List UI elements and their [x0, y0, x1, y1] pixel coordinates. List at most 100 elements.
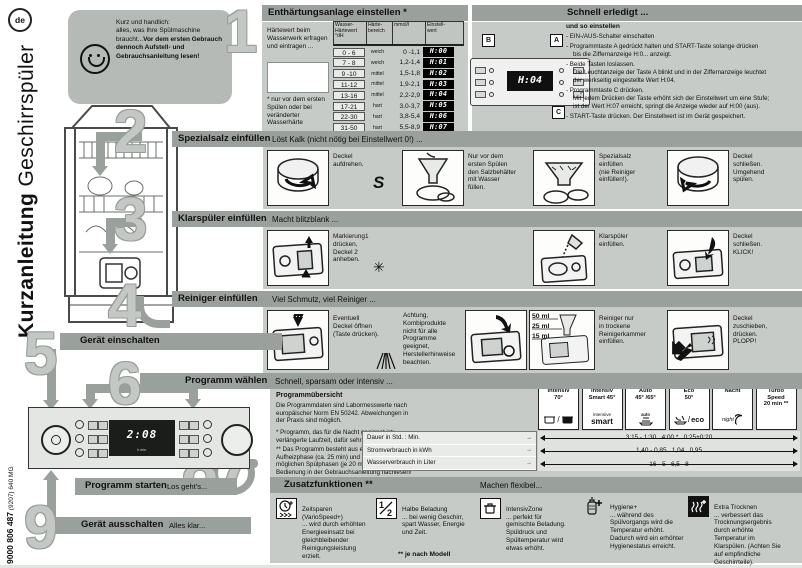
- step5-title: Gerät einschalten: [80, 335, 160, 346]
- program-sub: night: [722, 416, 734, 423]
- indicator-light: [203, 420, 212, 429]
- program-icon-intensiv: /: [539, 412, 578, 427]
- program-button: [179, 435, 189, 444]
- fill-salt-image: [533, 150, 595, 206]
- step2-title: Spezialsalz einfüllen: [178, 133, 271, 144]
- spray-symbol-icon: [376, 352, 396, 369]
- cell-mmol: 2,2-2,9: [399, 91, 420, 99]
- step9-title: Gerät ausschalten: [81, 519, 164, 530]
- cell-setting: H:01: [423, 58, 454, 68]
- rinse-aid-open-image: [267, 230, 329, 286]
- step1-title-bar: Enthärtungsanlage einstellen *: [262, 5, 468, 21]
- step-number-2: 2: [114, 98, 148, 165]
- moon-icon: [734, 414, 743, 425]
- step2-panel: Deckel aufdrehen. S Nur vor dem ersten S…: [263, 147, 802, 209]
- step8-title: Programm starten: [85, 480, 167, 491]
- step1-footnote: * nur vor dem ersten Spülen oder bei ver…: [267, 96, 325, 127]
- cell-dh: 17-21: [333, 101, 365, 111]
- indicator-dot: [559, 68, 564, 73]
- program-eco: Eco 50° / eco: [668, 385, 710, 430]
- arrowhead-step6-right: [185, 399, 201, 409]
- step4-title-bar: Reiniger einfüllen Viel Schmutz, viel Re…: [172, 291, 802, 307]
- connector-step4: [136, 296, 170, 328]
- metric-label-duration: Dauer in Std. : Min.: [363, 432, 536, 445]
- model-note: ** je nach Modell: [398, 551, 451, 558]
- auto-dish-icon: [638, 417, 653, 426]
- program-name: Intensiv Smart 45°: [588, 388, 616, 401]
- language-badge: de: [8, 8, 32, 32]
- arrowhead-step9: [43, 470, 59, 480]
- step-number-4: 4: [108, 272, 142, 339]
- step4-caption-warning: Achtung, Kombiprodukte nicht für alle Pr…: [403, 312, 456, 366]
- program-button: [88, 449, 98, 458]
- overview-title: Programmübersicht: [276, 392, 343, 399]
- indicator-dot: [559, 92, 564, 97]
- cell-range: hart: [373, 124, 382, 131]
- step4-caption-2: Reiniger nur in trockene Reinigerkammer …: [599, 315, 646, 346]
- step7-panel: Zeitsparen (VarioSpeed+) ... wird durch …: [270, 493, 802, 566]
- cell-mmol: 1,2-1,4: [399, 59, 420, 67]
- step-number-5: 5: [24, 320, 58, 387]
- panel-button: [475, 79, 486, 86]
- hygiene-plus-icon: [584, 496, 605, 517]
- smiley-icon: [80, 44, 110, 74]
- start-button: [221, 424, 253, 456]
- step3-tagline: Macht blitzblank ...: [272, 214, 339, 224]
- instruction-bullet: - Programmtaste A gedrückt halten und ST…: [566, 43, 759, 59]
- func4-text: Hygiene+ ... während des Spülvorgangs wi…: [610, 496, 686, 551]
- hardness-table-header: Wasser- Härtewert °dH Härte- bereich mmo…: [333, 21, 464, 46]
- func4-desc: ... während des Spülvorgangs wird die Te…: [610, 511, 684, 550]
- connector-step2: [96, 132, 142, 141]
- cell-range: hart: [373, 103, 382, 110]
- step-number-1: 1: [224, 0, 258, 65]
- instruction-bullet: - Beide Tasten loslassen. Die Leuchtanze…: [566, 61, 767, 84]
- svg-text:1: 1: [379, 500, 384, 510]
- col-header-mmol: mmol/l: [393, 22, 426, 44]
- metric-values: 16 - 5 6,5 8: [649, 460, 689, 468]
- cell-setting: H:00: [423, 47, 454, 57]
- title-bold: Kurzanleitung: [15, 192, 38, 338]
- indicator-light: [203, 434, 212, 443]
- indicator-light: [75, 448, 84, 457]
- step3-title-bar: Klarspüler einfüllen Macht blitzblank ..…: [172, 211, 802, 227]
- rinse-aid-symbol-icon: ✳: [373, 259, 385, 275]
- step6-title-bar: Programm wählen Schnell, sparsam oder in…: [140, 373, 802, 389]
- metric-values: 3:15 - 1:30 4:00 * 0:25+0:20: [625, 434, 713, 442]
- func3-name: IntensivZone: [506, 505, 543, 513]
- col-header-dh: Wasser- Härtewert °dH: [334, 22, 367, 44]
- step4-caption-1: Eventuell Deckel öffnen (Taste drücken).: [333, 315, 379, 338]
- dosing-image: 50 ml 25 ml 15 ml: [529, 310, 595, 370]
- indicator-light: [203, 448, 212, 457]
- step9-title-bar: Gerät ausschalten Alles klar...: [55, 517, 251, 534]
- step1-title: Enthärtungsanlage einstellen *: [268, 7, 407, 18]
- program-nacht: Nacht night: [712, 385, 753, 430]
- cell-range: mittel: [371, 92, 384, 99]
- rinse-aid-close-image: [667, 230, 729, 286]
- eco-dish-icon: [673, 415, 687, 424]
- instruction-bullet: - START-Taste drücken. Der Einstellwert …: [566, 112, 746, 120]
- instruction-bullet: - EIN-/AUS-Schalter einschalten: [566, 33, 655, 41]
- func2-desc: ... bei wenig Geschirr, spart Wasser, En…: [402, 513, 465, 537]
- program-name: Turbo Speed 20 min **: [763, 388, 789, 408]
- cell-setting: H:02: [423, 68, 454, 79]
- step1-left-note: Härtewert beim Wasserwerk erfragen und e…: [267, 27, 328, 50]
- instructions-subtitle: und so einstellen: [566, 23, 620, 30]
- program-sub: intensive: [592, 412, 612, 418]
- step-number-3: 3: [114, 186, 148, 253]
- program-button: [189, 435, 199, 444]
- cell-mmol: 1,5-1,8: [399, 70, 420, 78]
- col-header-value: Einstell- wert: [427, 22, 446, 34]
- intro-line: Kurz und handlich: alles, was Ihre Spülm…: [116, 19, 201, 43]
- cell-mmol: 5,5-8,9: [399, 124, 420, 132]
- button-label-c: C: [552, 106, 565, 119]
- dishwasher-illustration: [64, 105, 178, 323]
- salt-cap-close-image: [667, 150, 729, 206]
- cell-range: mittel: [371, 70, 384, 77]
- step7-tagline: Machen flexibel...: [480, 480, 543, 490]
- step4-title: Reiniger einfüllen: [178, 293, 258, 304]
- step5-title-bar: Gerät einschalten: [60, 333, 282, 350]
- step4-tagline: Viel Schmutz, viel Reiniger ...: [272, 294, 376, 304]
- cell-setting: H:07: [423, 122, 454, 133]
- metric-row-water: 16 - 5 6,5 8: [538, 458, 800, 471]
